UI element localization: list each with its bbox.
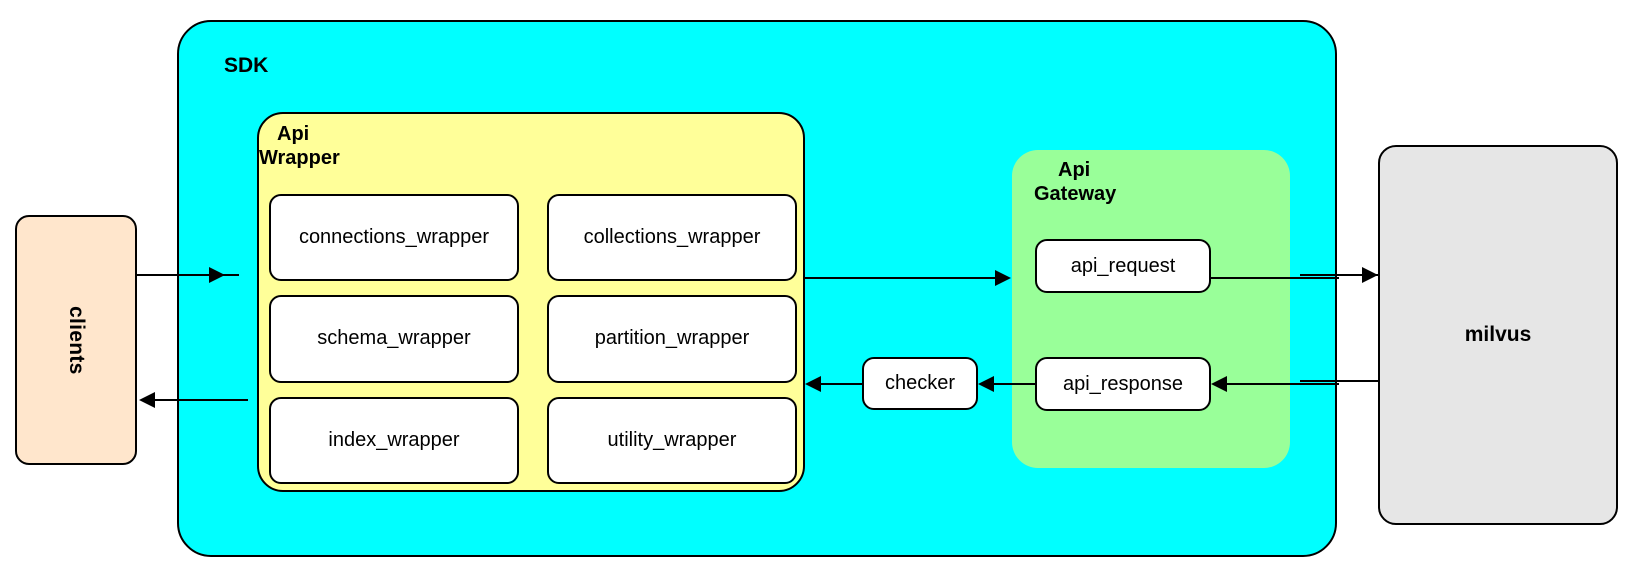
clients-node[interactable]: clients: [15, 215, 137, 465]
schema-wrapper-cell[interactable]: schema_wrapper: [269, 295, 519, 383]
checker-node[interactable]: checker: [862, 357, 978, 410]
arrowhead-sdk-to-milvus-request: [1362, 267, 1378, 283]
api-response-node[interactable]: api_response: [1035, 357, 1211, 411]
connector-sdk-to-milvus-request: [1300, 274, 1378, 276]
connector-clients-to-api-wrapper: [137, 274, 239, 276]
sdk-container[interactable]: SDK Api Wrapper connections_wrapper coll…: [177, 20, 1339, 557]
milvus-node[interactable]: milvus: [1378, 145, 1618, 525]
arrowhead-checker-to-api-wrapper: [805, 376, 821, 392]
partition-wrapper-cell[interactable]: partition_wrapper: [547, 295, 797, 383]
api-wrapper-label-line1: Api: [277, 123, 310, 145]
api-gateway-label: Api Gateway: [1034, 158, 1194, 206]
connector-api-wrapper-to-api-gateway: [805, 277, 995, 279]
api-wrapper-label-line2: Wrapper: [259, 147, 340, 169]
arrowhead-api-wrapper-to-clients: [139, 392, 155, 408]
arrowhead-api-wrapper-to-api-gateway: [995, 270, 1011, 286]
api-gateway-group[interactable]: Api Gateway api_request api_response: [1012, 150, 1290, 468]
api-request-node[interactable]: api_request: [1035, 239, 1211, 293]
connector-milvus-return: [1300, 380, 1378, 382]
clients-label: clients: [65, 305, 88, 375]
connector-milvus-to-api-response: [1227, 383, 1339, 385]
api-gateway-label-line1: Api: [1058, 159, 1091, 181]
arrowhead-clients-to-api-wrapper: [209, 267, 225, 283]
collections-wrapper-cell[interactable]: collections_wrapper: [547, 194, 797, 282]
api-wrapper-grid: connections_wrapper collections_wrapper …: [269, 194, 797, 484]
connections-wrapper-cell[interactable]: connections_wrapper: [269, 194, 519, 282]
connector-api-response-to-checker: [994, 383, 1035, 385]
connector-api-wrapper-to-clients: [155, 399, 248, 401]
sdk-label: SDK: [224, 54, 269, 77]
api-wrapper-group[interactable]: Api Wrapper connections_wrapper collecti…: [257, 112, 805, 492]
arrowhead-milvus-to-api-response: [1211, 376, 1227, 392]
index-wrapper-cell[interactable]: index_wrapper: [269, 396, 519, 484]
connector-checker-to-api-wrapper: [821, 383, 862, 385]
utility-wrapper-cell[interactable]: utility_wrapper: [547, 396, 797, 484]
connector-api-request-to-milvus: [1211, 277, 1339, 279]
api-wrapper-label: Api Wrapper: [259, 122, 427, 170]
arrowhead-api-response-to-checker: [978, 376, 994, 392]
api-gateway-label-line2: Gateway: [1034, 183, 1117, 205]
